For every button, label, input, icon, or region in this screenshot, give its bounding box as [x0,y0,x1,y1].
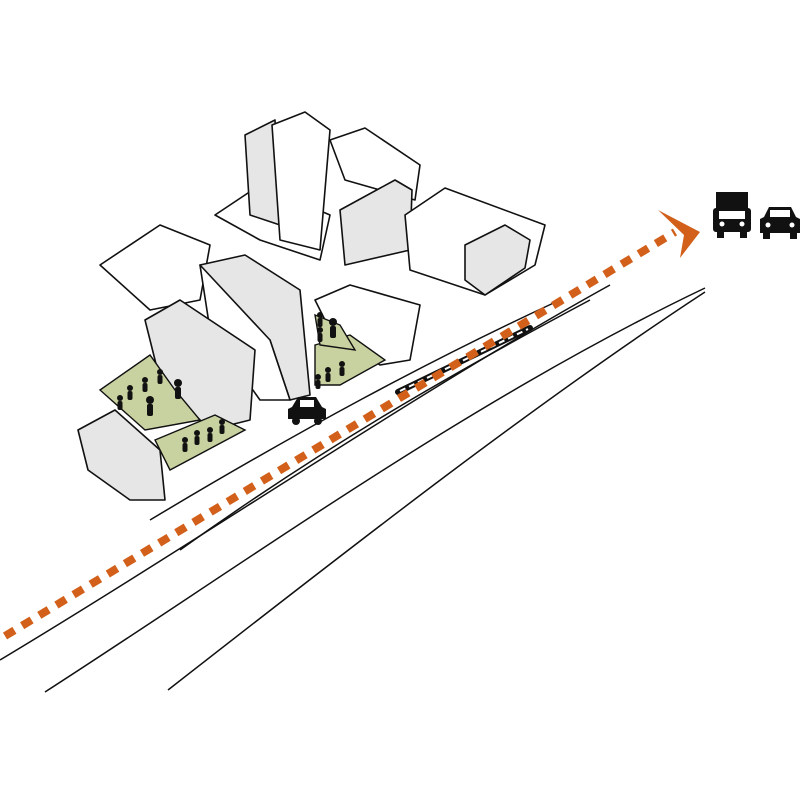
plaza-left [98,354,202,431]
rear-building-cluster [214,111,546,296]
pedestrian-icon [339,361,345,376]
front-building-cluster [77,224,421,501]
front-small-block [77,409,166,501]
slab-block [339,179,413,266]
pedestrian-icon [325,367,331,382]
sidewalk-line-2 [179,299,591,551]
road-edge-middle [44,287,706,693]
pedestrian-icon [317,327,323,342]
block-right-shade [464,224,531,296]
traffic-flow-arrow [2,210,700,640]
pedestrian-icon [207,427,213,442]
car-icon [760,207,800,239]
car-icon [288,397,326,425]
pedestrian-icon [219,419,225,434]
pedestrian-icon [146,396,154,416]
road-edge-inner [167,291,706,691]
pedestrian-icon [329,318,337,338]
sidewalk-line [149,299,561,521]
pedestrian-icon [315,374,321,389]
long-block [99,224,211,311]
arrow-head-icon [658,210,700,258]
pedestrian-icon [174,379,182,399]
pedestrian-icon [317,312,323,327]
pedestrian-icon [127,385,133,400]
pedestrian-icon [157,369,163,384]
tower-main [271,111,331,251]
pedestrian-icon [117,395,123,410]
tram-icon [395,325,533,395]
pedestrian-icon [194,430,200,445]
pedestrian-icon [142,377,148,392]
truck-icon [713,192,751,238]
pedestrian-icon [182,437,188,452]
pedestrians [117,312,345,452]
